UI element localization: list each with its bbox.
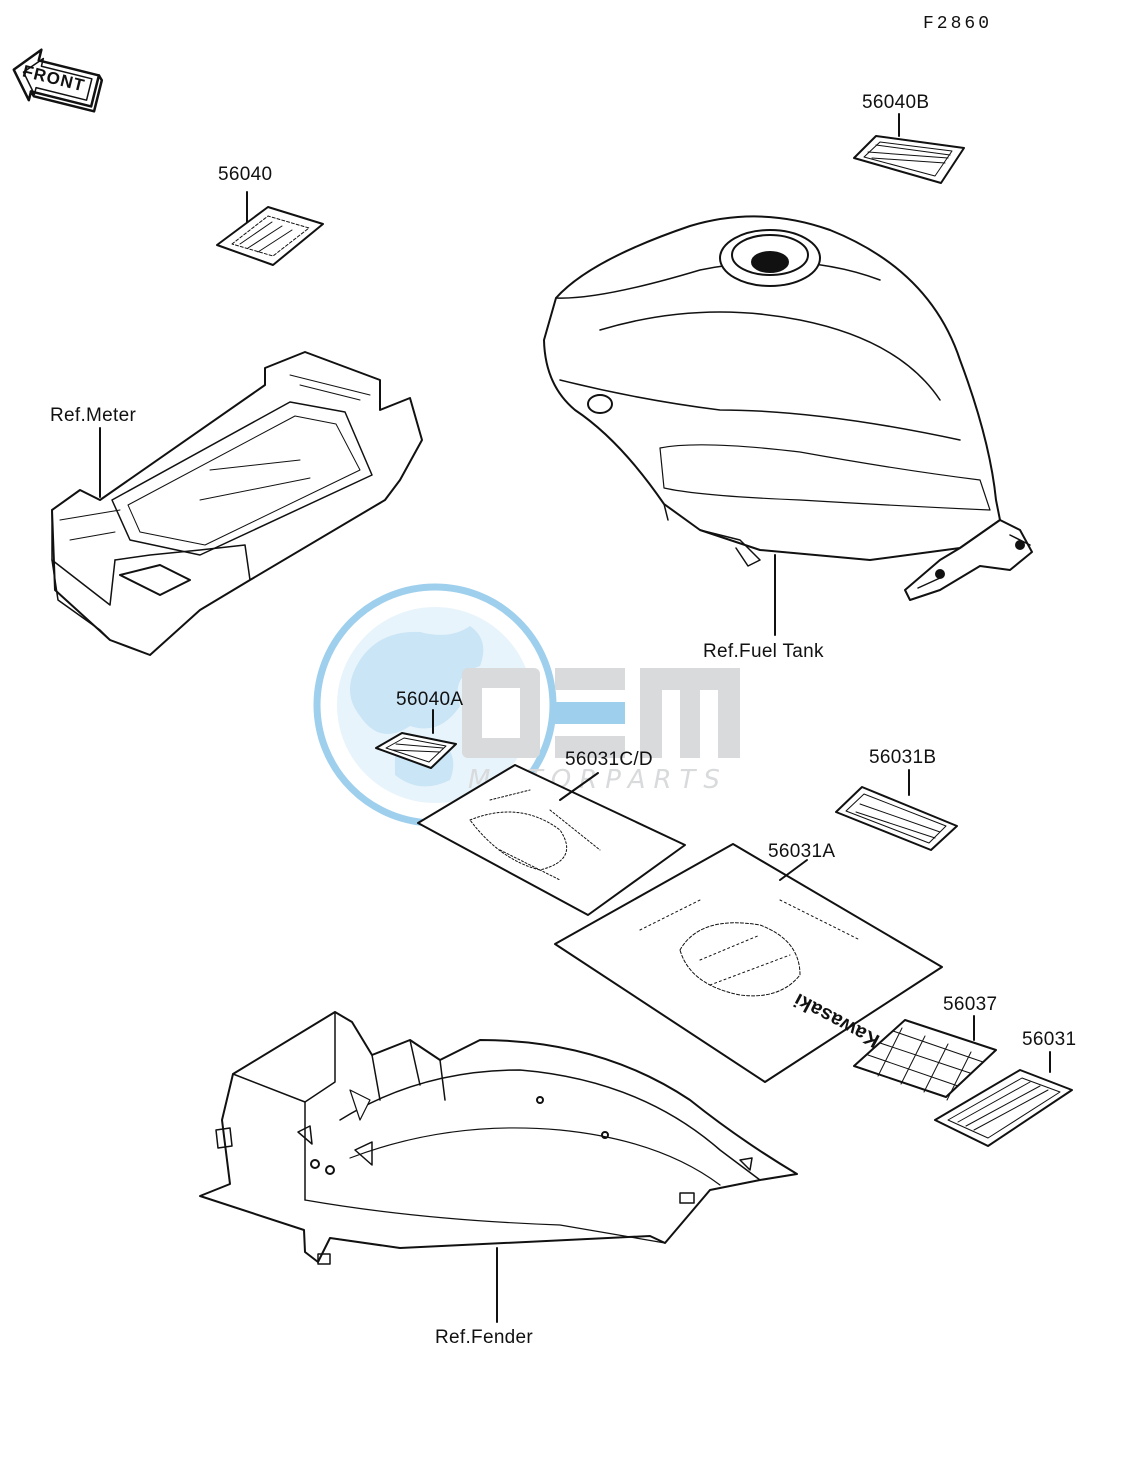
label-56040: 56040 bbox=[218, 164, 273, 185]
sticker-56037 bbox=[853, 1015, 997, 1101]
sticker-56040a bbox=[375, 709, 457, 769]
sticker-56031a bbox=[554, 843, 943, 1083]
label-56040a: 56040A bbox=[396, 689, 464, 710]
sticker-56040b bbox=[853, 113, 965, 184]
rear-fender bbox=[199, 1011, 798, 1323]
label-ref-fender: Ref.Fender bbox=[435, 1327, 534, 1348]
label-56031cd: 56031C/D bbox=[565, 749, 653, 770]
label-ref-fuel-tank: Ref.Fuel Tank bbox=[703, 641, 824, 662]
label-56037: 56037 bbox=[943, 994, 998, 1015]
watermark-logo: MOTORPARTS bbox=[313, 583, 740, 827]
label-ref-meter: Ref.Meter bbox=[50, 405, 137, 426]
front-arrow-icon bbox=[12, 48, 104, 113]
sticker-56031cd bbox=[417, 764, 686, 916]
label-56040b: 56040B bbox=[862, 92, 930, 113]
diagram-code: F2860 bbox=[923, 14, 993, 34]
sticker-56031 bbox=[934, 1051, 1073, 1147]
meter-assembly bbox=[51, 351, 423, 656]
label-56031b: 56031B bbox=[869, 747, 937, 768]
label-56031: 56031 bbox=[1022, 1029, 1077, 1050]
fuel-tank bbox=[543, 215, 1033, 636]
label-56031a: 56031A bbox=[768, 841, 836, 862]
sticker-56040 bbox=[216, 191, 324, 266]
sticker-56031b bbox=[835, 769, 958, 851]
